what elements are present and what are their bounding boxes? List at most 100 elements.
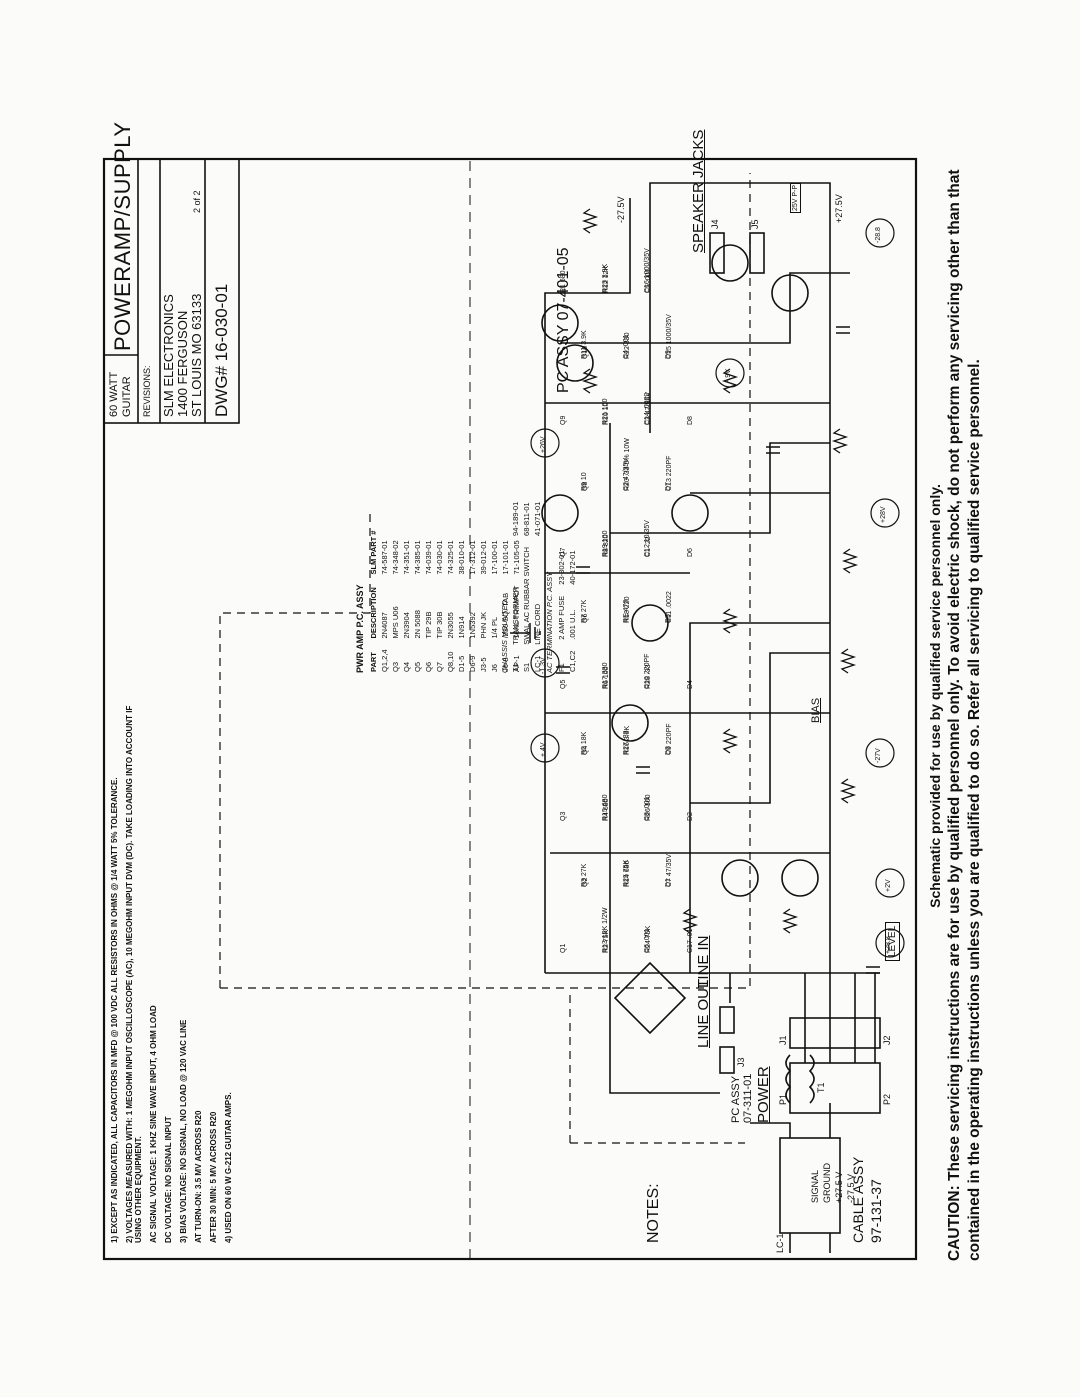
chassis-cell: T1: [511, 663, 520, 672]
transistor-q7: [771, 274, 809, 312]
parts-list-row: Q7 TIP 30B 74-030-01: [434, 530, 445, 673]
component-label: R17 330: [602, 662, 609, 689]
parts-list-cell: 1N914: [457, 616, 466, 639]
connector-p1: [789, 1062, 881, 1114]
rail-plus-label: +27.5V: [834, 194, 844, 223]
component-label: R5 18K: [581, 731, 588, 755]
voltage-point-1: +28.8: [885, 936, 892, 954]
speaker-jack-j5: [749, 232, 765, 274]
component-label: C6 .001: [644, 928, 651, 953]
line-out-jack: [719, 1046, 735, 1074]
parts-list-cell: Q5: [413, 661, 422, 672]
chassis-cell: TRANSFORMER: [511, 586, 520, 645]
term-cell: 40-172-01: [568, 550, 577, 585]
company-line-3: ST LOUIS MO 63133: [189, 293, 204, 417]
note-item: AC SIGNAL VOLTAGE: 1 KHZ SINE WAVE INPUT…: [149, 1005, 158, 1243]
parts-list-cell: 74-351-01: [402, 540, 411, 575]
parts-list-cell: 74-039-01: [424, 540, 433, 575]
component-label: C16 1000/35V: [644, 248, 651, 293]
component-label: D3: [665, 746, 672, 755]
parts-list-cell: MPS U06: [391, 606, 400, 639]
sheet-title: POWERAMP/SUPPLY: [110, 121, 135, 351]
line-in-label: LINE IN: [695, 935, 712, 988]
caution-text: CAUTION: These servicing instructions ar…: [946, 169, 983, 1261]
component-label: R3 27K: [581, 863, 588, 887]
power-fuse-box: [779, 1137, 841, 1234]
parts-list-cell: Q1,2,4: [380, 649, 389, 672]
component-label: C2 47/35V: [623, 457, 630, 491]
cable-plus-27: +27.5 V: [834, 1171, 844, 1203]
component-label: D5: [665, 614, 672, 623]
term-cell: .001 U.L.: [568, 609, 577, 640]
component-label: D6: [687, 548, 694, 557]
rail-positive: [649, 182, 831, 973]
component-label: R27 .33: [623, 730, 630, 755]
note-item: 2) VOLTAGES MEASURED WITH: 1 MEGOHM INPU…: [125, 705, 143, 1243]
component-label: D2: [687, 812, 694, 821]
service-note: Schematic provided for use by qualified …: [927, 484, 943, 908]
term-cell: F1: [557, 663, 566, 672]
voltage-point-7: +26V: [540, 436, 547, 453]
label-t1: T1: [816, 1082, 826, 1093]
connector-j1: [789, 1017, 881, 1049]
amp-name: 60 WATT GUITAR: [108, 371, 133, 417]
voltage-point-8: -.9V: [725, 369, 732, 382]
parts-list-cell: 74-030-01: [435, 540, 444, 575]
component-label: D8: [687, 416, 694, 425]
parts-list-cell: 17-100-01: [490, 540, 499, 575]
transistor-q8: [556, 344, 594, 382]
component-label: C10 220PF: [644, 653, 651, 689]
cable-assy-number: 97-131-37: [868, 1179, 884, 1243]
component-label: D4: [687, 680, 694, 689]
transistor-q9: [711, 244, 749, 282]
parts-list-row: J3-5 PHN JK 39-012-01: [478, 530, 489, 673]
transistor-q1: [781, 859, 819, 897]
voltage-point-5: +.4V: [540, 742, 547, 757]
component-label: C8 .001: [644, 796, 651, 821]
transistor-q5: [671, 494, 709, 532]
drawing-border: [102, 157, 918, 1261]
parts-list-cell: PHN JK: [479, 611, 488, 639]
component-label: R21 100: [602, 398, 609, 425]
voltage-point-10: 25V P-P: [790, 182, 801, 213]
term-cell: 23-302-01: [557, 550, 566, 585]
cable-ground: GROUND: [822, 1163, 832, 1203]
schematic-sheet: 60 WATT GUITAR POWERAMP/SUPPLY REVISIONS…: [90, 121, 990, 1273]
component-label: R25 75K: [623, 859, 630, 887]
parts-header-part: PART: [369, 652, 378, 672]
parts-list-cell: 39-012-01: [479, 540, 488, 575]
component-label: RE 470: [623, 599, 630, 623]
parts-list-cell: Q7: [435, 661, 444, 672]
speaker-jacks-label: SPEAKER JACKS: [690, 129, 707, 253]
component-label: D9: [665, 350, 672, 359]
voltage-point-9: -28.8: [875, 227, 882, 243]
label-j2: J2: [882, 1035, 892, 1045]
component-label: C14 .0022: [644, 392, 651, 425]
label-p2: P2: [882, 1093, 892, 1105]
transformer-t1: [785, 1054, 815, 1104]
component-label: R15 680: [602, 794, 609, 821]
transistor-q6: [541, 494, 579, 532]
pc-assy-boundary: [219, 173, 751, 989]
power-label: POWER: [755, 1066, 772, 1123]
component-label: C17 .01: [687, 928, 694, 953]
parts-list-cell: J3-5: [479, 657, 488, 672]
note-item: AT TURN-ON: 3.5 MV ACROSS R20: [194, 1110, 203, 1243]
label-j5: J5: [750, 219, 760, 229]
term-row: F1 2 AMP FUSE 23-302-01: [556, 540, 567, 673]
parts-list-cell: 74-325-01: [446, 540, 455, 575]
parts-list-cell: 74-348-02: [391, 540, 400, 575]
chassis-cell: SWAL AC RUBBAR SWITCH: [522, 546, 531, 645]
pc-assy-power-label: PC ASSY: [730, 1075, 742, 1123]
term-cell: 2 AMP FUSE: [557, 595, 566, 640]
parts-list-cell: TIP 30B: [435, 611, 444, 639]
chassis-cell: 94-189-01: [511, 501, 520, 536]
bridge-rectifier: [613, 961, 687, 1035]
